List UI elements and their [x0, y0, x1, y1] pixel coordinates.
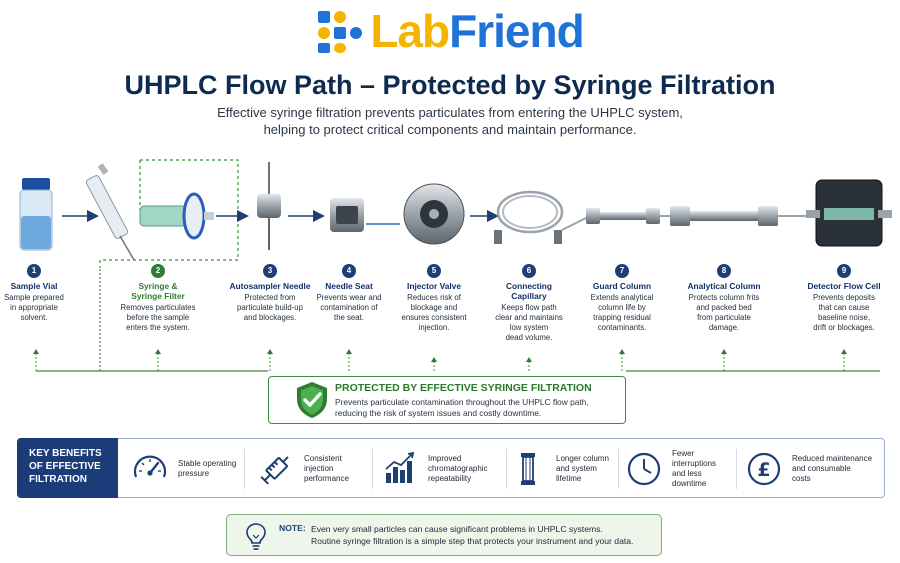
analytical-column-icon — [670, 206, 778, 226]
page-subtitle: Effective syringe filtration prevents pa… — [217, 105, 683, 137]
flow-path-diagram — [19, 159, 892, 372]
pound-coin-icon: £ — [747, 452, 781, 486]
shield-check-icon — [297, 382, 327, 418]
guard-column-icon — [586, 208, 660, 224]
note-label: NOTE: — [279, 523, 306, 533]
protection-description: Prevents particulate contamination throu… — [335, 397, 589, 418]
column-icon — [521, 453, 535, 485]
note-text: Even very small particles can cause sign… — [311, 524, 634, 546]
detector-flow-cell-icon — [806, 179, 892, 247]
lightbulb-icon — [246, 523, 266, 550]
logo-lab-text: Lab — [370, 5, 450, 57]
key-benefits-panel: KEY BENEFITS OF EFFECTIVE FILTRATION Sta… — [17, 438, 885, 498]
labfriend-logo-mark-icon — [318, 11, 363, 53]
labfriend-logo: LabFriend — [0, 4, 900, 58]
autosampler-needle-icon — [257, 162, 281, 250]
bar-chart-icon — [385, 451, 415, 483]
step-syringe-filter: 2 Syringe & Syringe Filter Removes parti… — [120, 264, 196, 332]
protection-title: PROTECTED BY EFFECTIVE SYRINGE FILTRATIO… — [335, 382, 592, 394]
sample-vial-icon — [19, 178, 53, 251]
connecting-capillary-icon — [494, 190, 564, 244]
protection-banner: PROTECTED BY EFFECTIVE SYRINGE FILTRATIO… — [268, 376, 626, 424]
note-box: NOTE: Even very small particles can caus… — [226, 514, 662, 556]
syringe-icon — [260, 456, 289, 485]
key-benefits-heading: KEY BENEFITS OF EFFECTIVE FILTRATION — [17, 438, 118, 498]
svg-text:£: £ — [757, 459, 770, 481]
injector-valve-icon — [403, 183, 465, 245]
clock-icon — [627, 452, 661, 486]
step-analytical-column: 8 Analytical Column Protects column frit… — [687, 264, 761, 332]
page-title: UHPLC Flow Path – Protected by Syringe F… — [124, 70, 776, 100]
needle-seat-icon — [330, 198, 364, 232]
logo-friend-text: Friend — [449, 5, 585, 57]
gauge-icon — [133, 455, 167, 478]
syringe-filter-icon — [139, 192, 214, 240]
syringe-icon — [85, 163, 135, 261]
